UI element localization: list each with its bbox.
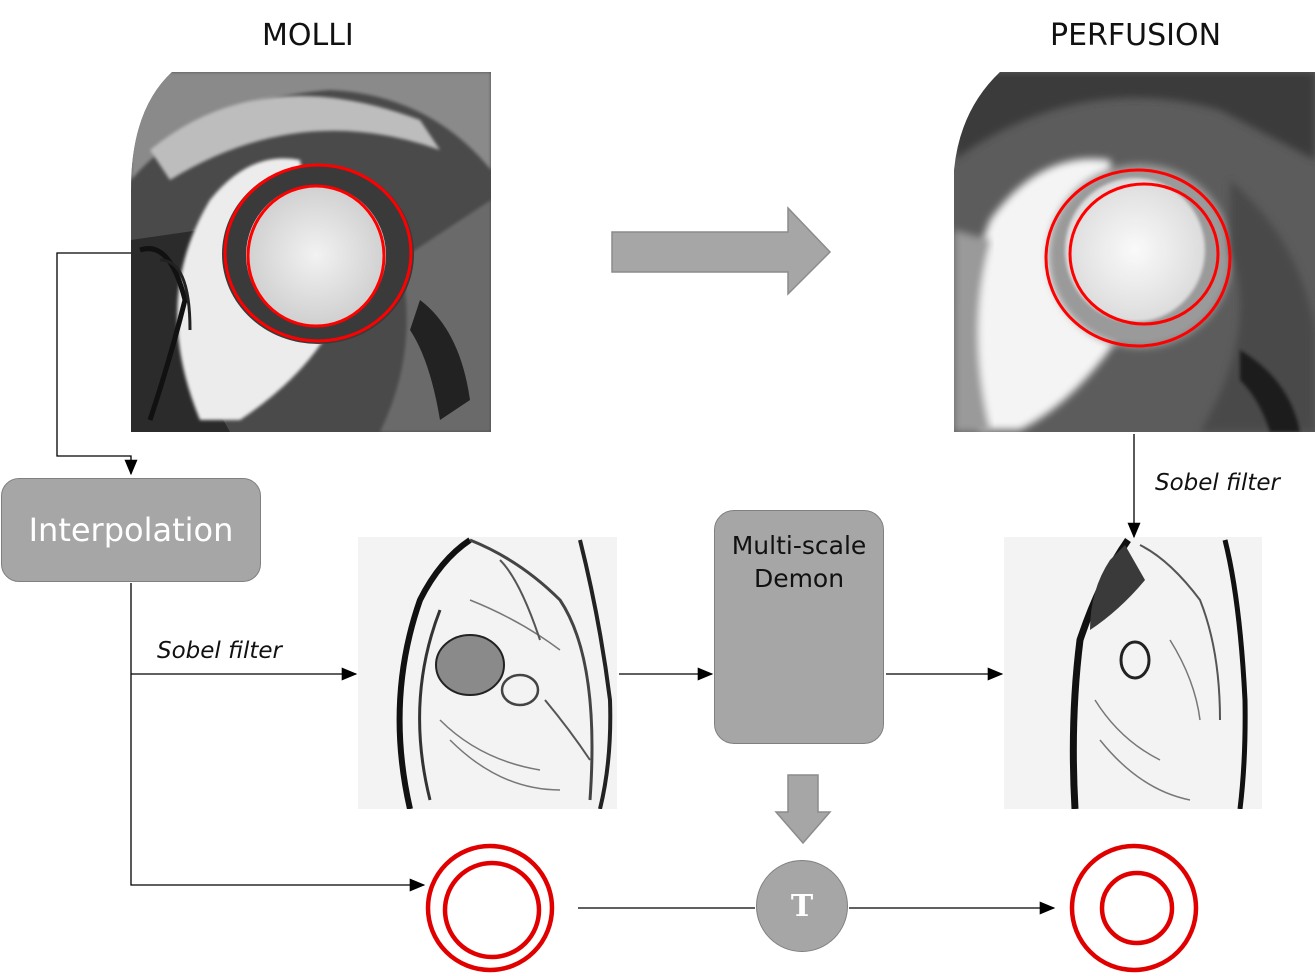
transform-node: T [756, 860, 848, 952]
contour-perfusion [1072, 846, 1196, 970]
demon-label-line2: Demon [754, 562, 844, 595]
demon-box: Multi-scale Demon [714, 510, 884, 744]
interpolation-box: Interpolation [1, 478, 261, 582]
contour-molli [428, 846, 552, 970]
transform-label: T [791, 889, 813, 924]
interpolation-label: Interpolation [29, 511, 234, 549]
right-arrow-icon [612, 208, 830, 294]
sobel-perfusion-image [1004, 537, 1262, 809]
sobel-filter-label-left: Sobel filter [157, 638, 282, 664]
perfusion-image [954, 72, 1315, 432]
sobel-filter-label-right: Sobel filter [1155, 470, 1280, 496]
down-arrow-icon [776, 775, 830, 843]
sobel-molli-image [358, 537, 617, 809]
demon-label-line1: Multi-scale [732, 529, 867, 562]
molli-image [131, 72, 491, 432]
